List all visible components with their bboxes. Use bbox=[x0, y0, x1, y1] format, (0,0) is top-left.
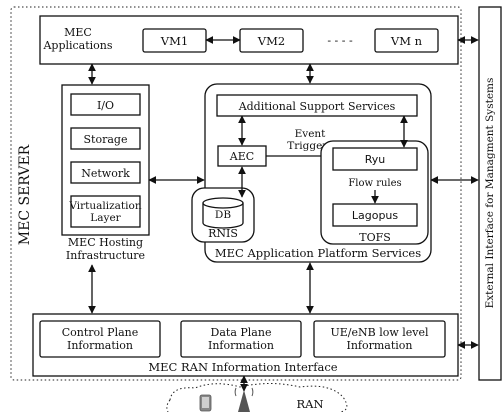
additional-support-box bbox=[216, 94, 418, 117]
ryu-label: Ryu bbox=[365, 153, 386, 166]
mec-applications-label-line2: Applications bbox=[42, 39, 112, 52]
virtualization-label-line1: Virtualization bbox=[68, 200, 141, 212]
platform-title: MEC Application Platform Services bbox=[215, 246, 421, 260]
ran-cloud-left-edge bbox=[166, 399, 171, 412]
vm1-label: VM1 bbox=[160, 34, 188, 48]
control-plane-box bbox=[39, 320, 161, 358]
vm-ellipsis: - - - - bbox=[327, 34, 353, 47]
external-interface-box bbox=[478, 6, 502, 381]
io-label: I/O bbox=[97, 99, 114, 112]
antenna-icon bbox=[234, 387, 254, 412]
ran-cloud bbox=[169, 383, 348, 412]
event-triggers-line1: Event bbox=[295, 128, 327, 140]
data-plane-line1: Data Plane bbox=[211, 326, 272, 339]
mec-applications-label-line1: MEC bbox=[64, 26, 92, 39]
ue-enb-line1: UE/eNB low level bbox=[330, 326, 429, 339]
data-plane-line2: Information bbox=[208, 339, 274, 352]
db-label: DB bbox=[215, 209, 231, 221]
rnis-label: RNIS bbox=[208, 227, 238, 240]
virtualization-box bbox=[70, 195, 141, 228]
additional-support-label: Additional Support Services bbox=[238, 100, 396, 113]
ran-label: RAN bbox=[296, 397, 323, 411]
aec-label: AEC bbox=[229, 150, 254, 163]
db-cylinder bbox=[202, 197, 244, 229]
ue-enb-line2: Information bbox=[346, 339, 412, 352]
storage-box bbox=[70, 127, 141, 150]
mec-server-title: MEC SERVER bbox=[17, 144, 33, 245]
vmn-label: VM n bbox=[390, 34, 423, 48]
ryu-box bbox=[332, 147, 418, 171]
lagopus-label: Lagopus bbox=[352, 209, 399, 222]
mec-server-boundary bbox=[10, 6, 462, 381]
external-interface-label: External Interface for Managment Systems bbox=[484, 78, 496, 309]
control-plane-line1: Control Plane bbox=[62, 326, 139, 339]
hosting-title-line1: MEC Hosting bbox=[68, 236, 143, 249]
vm2-label: VM2 bbox=[257, 34, 285, 48]
virtualization-label-line2: Layer bbox=[90, 212, 121, 224]
flow-rules-label: Flow rules bbox=[348, 178, 401, 189]
network-box bbox=[70, 161, 141, 184]
phone-icon bbox=[199, 394, 212, 412]
vmn-box bbox=[374, 28, 439, 53]
data-plane-box bbox=[180, 320, 302, 358]
network-label: Network bbox=[81, 167, 130, 180]
lagopus-box bbox=[332, 203, 418, 227]
ue-enb-box bbox=[313, 320, 446, 358]
tofs-label: TOFS bbox=[359, 231, 391, 244]
hosting-title-line2: Infrastructure bbox=[66, 249, 145, 262]
control-plane-line2: Information bbox=[67, 339, 133, 352]
ran-info-title: MEC RAN Information Interface bbox=[148, 360, 337, 374]
io-box bbox=[70, 93, 141, 116]
storage-label: Storage bbox=[84, 133, 128, 146]
